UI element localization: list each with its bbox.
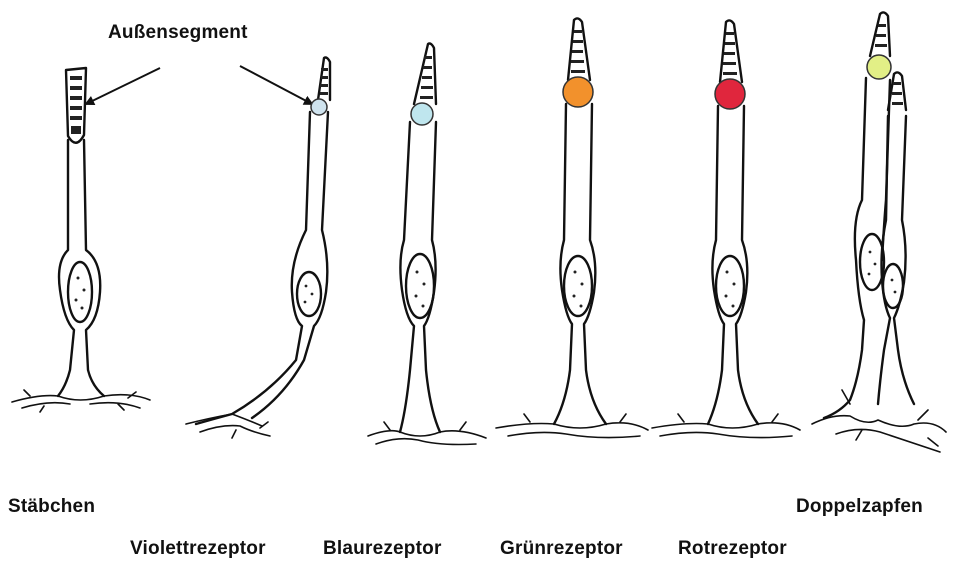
label-green: Grünrezeptor bbox=[500, 538, 623, 560]
violet-nucleus bbox=[297, 272, 321, 316]
rod-nucleus bbox=[68, 262, 92, 322]
green-cell bbox=[496, 18, 648, 437]
double-cone-cell bbox=[812, 12, 946, 452]
blue-outer-segment bbox=[414, 44, 436, 105]
blue-nucleus bbox=[406, 254, 434, 318]
blue-colored-segment bbox=[411, 103, 433, 125]
label-red: Rotrezeptor bbox=[678, 538, 787, 560]
rod-cell bbox=[12, 68, 150, 412]
label-double-cone: Doppelzapfen bbox=[796, 496, 923, 518]
blue-cell bbox=[368, 44, 486, 445]
rod-outer-segment-stripes bbox=[70, 76, 82, 134]
callout-arrow-rod bbox=[86, 68, 160, 104]
label-violet: Violettrezeptor bbox=[130, 538, 266, 560]
callout-arrows bbox=[86, 66, 312, 104]
green-colored-segment bbox=[563, 77, 593, 107]
violet-colored-segment bbox=[311, 99, 327, 115]
callout-arrow-violet bbox=[240, 66, 312, 104]
red-colored-segment bbox=[715, 79, 745, 109]
double-cone-colored-segment bbox=[867, 55, 891, 79]
label-blue: Blaurezeptor bbox=[323, 538, 442, 560]
green-nucleus bbox=[564, 256, 592, 316]
callout-label: Außensegment bbox=[108, 22, 248, 44]
violet-cell bbox=[186, 58, 330, 439]
red-cell bbox=[652, 20, 800, 437]
red-nucleus bbox=[716, 256, 744, 316]
double-cone-nucleus-accessory bbox=[883, 264, 903, 308]
label-rod: Stäbchen bbox=[8, 496, 95, 518]
